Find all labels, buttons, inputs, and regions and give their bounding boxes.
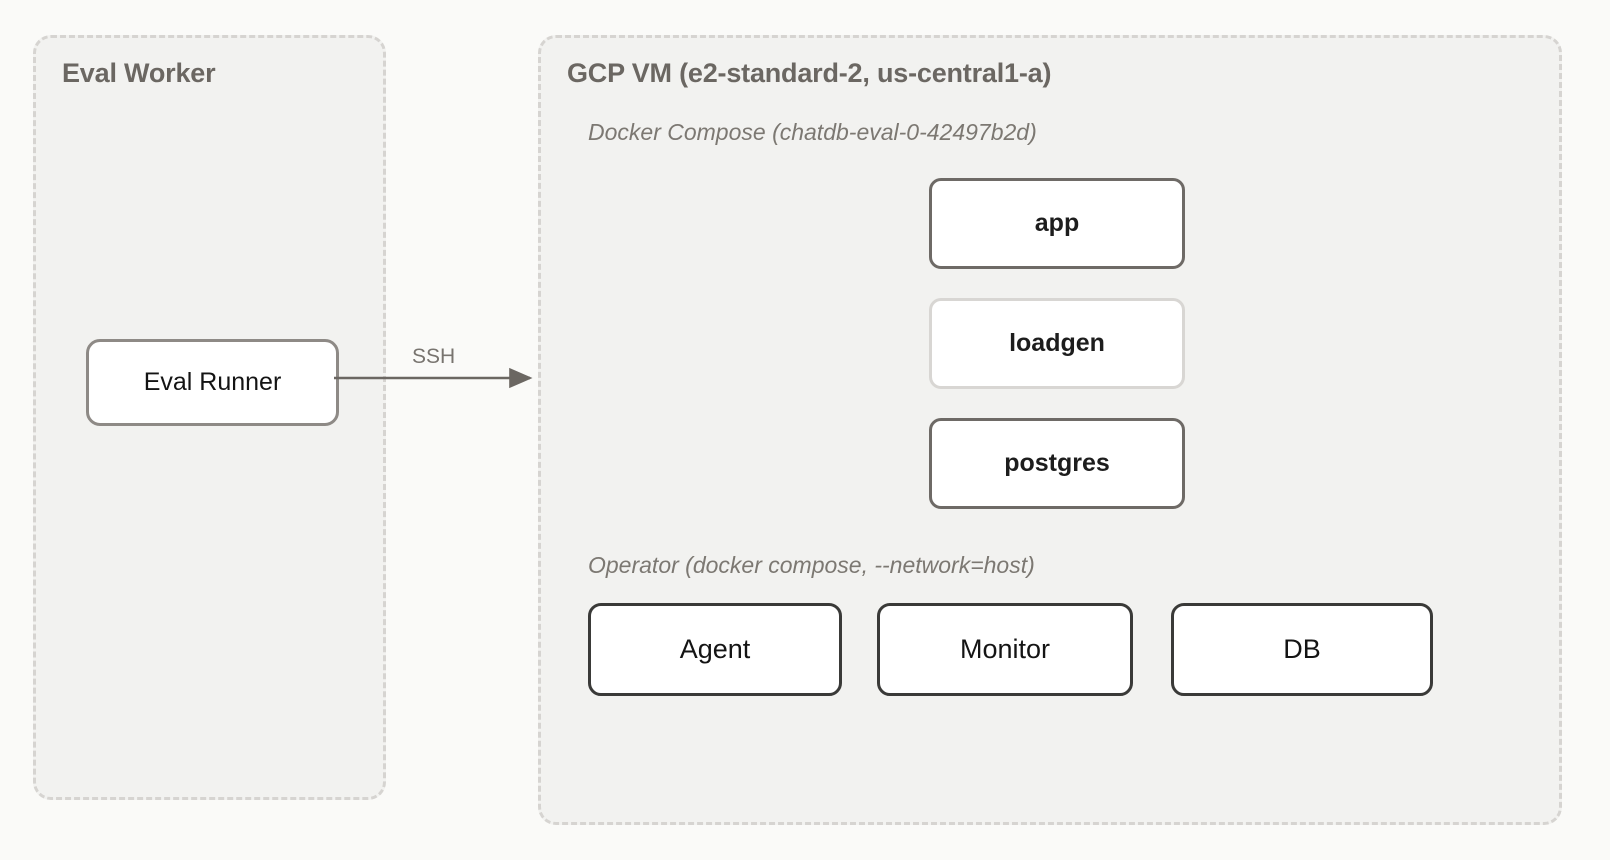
node-app[interactable]: app [929,178,1185,269]
node-label-agent: Agent [679,634,751,664]
node-label-app: app [1034,209,1080,237]
node-label-eval-runner: Eval Runner [143,368,282,396]
node-label-db: DB [1283,634,1321,664]
node-eval-runner[interactable]: Eval Runner [86,339,339,426]
node-monitor[interactable]: Monitor [877,603,1133,696]
group-gcp-vm: GCP VM (e2-standard-2, us-central1-a) Do… [538,35,1562,825]
connector-label-ssh: SSH [412,345,456,368]
group-eval-worker: Eval Worker Eval Runner [33,35,386,800]
section-label-docker-compose: Docker Compose (chatdb-eval-0-42497b2d) [588,119,1037,145]
section-label-operator: Operator (docker compose, --network=host… [588,552,1035,578]
node-label-postgres: postgres [1004,449,1110,477]
node-label-loadgen: loadgen [1009,329,1105,357]
node-postgres[interactable]: postgres [929,418,1185,509]
node-loadgen[interactable]: loadgen [929,298,1185,389]
node-label-monitor: Monitor [959,634,1051,664]
group-title-eval-worker: Eval Worker [62,58,216,88]
node-db[interactable]: DB [1171,603,1433,696]
connector-ssh-arrow [334,367,533,389]
group-title-gcp-vm: GCP VM (e2-standard-2, us-central1-a) [567,58,1052,88]
node-agent[interactable]: Agent [588,603,842,696]
